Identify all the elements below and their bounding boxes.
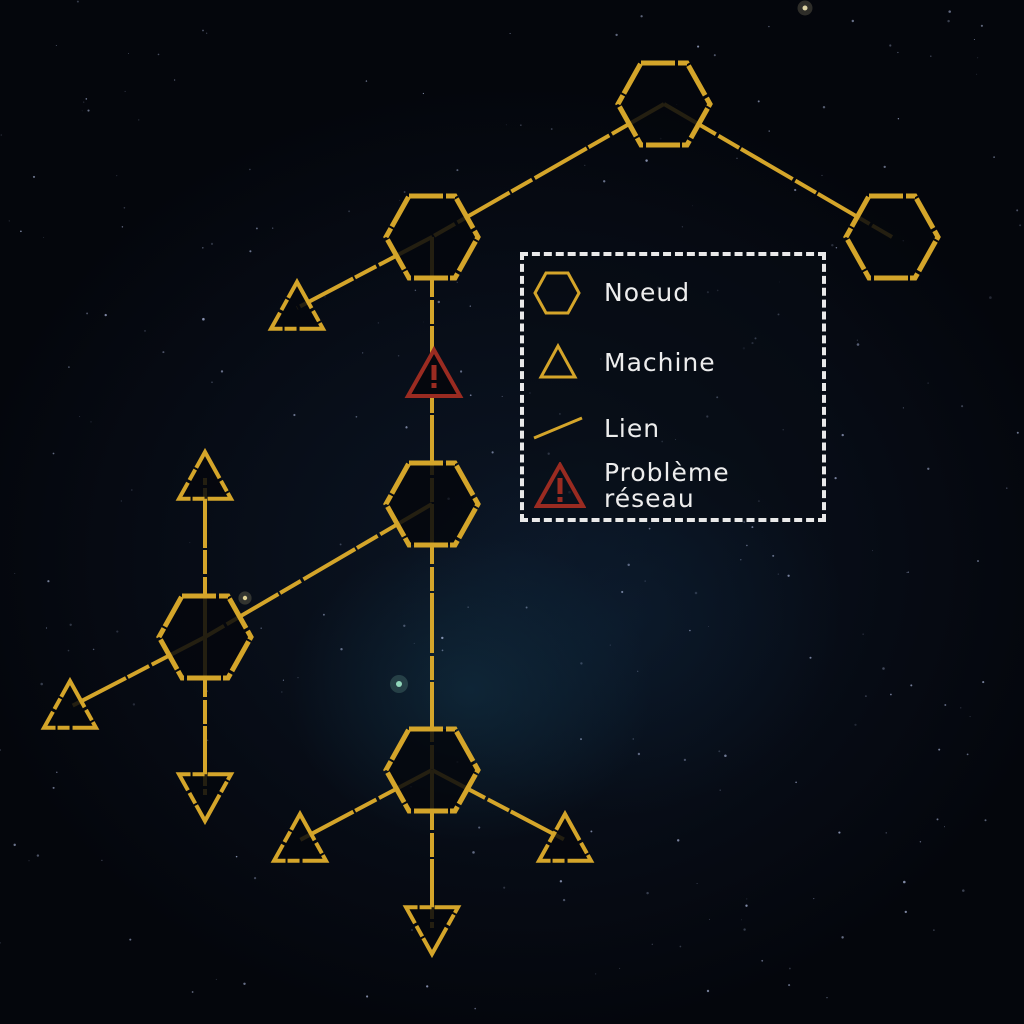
legend-panel: Noeud Machine Lien Problème réseau	[520, 252, 826, 522]
hex-right-node[interactable]	[843, 193, 941, 281]
triangle-machine-icon	[538, 342, 578, 379]
legend-item-node: Noeud	[524, 270, 822, 316]
hex-middle-node[interactable]	[383, 460, 481, 548]
machine-bottom-left[interactable]	[270, 809, 330, 863]
hex-top-node[interactable]	[615, 60, 713, 148]
hex-upper-left-node[interactable]	[383, 193, 481, 281]
machine-far-left[interactable]	[40, 676, 100, 730]
warning-triangle-icon	[534, 462, 586, 508]
link-line-5	[203, 502, 434, 639]
network-problem-warning-icon[interactable]	[404, 345, 464, 398]
legend-item-link: Lien	[524, 412, 822, 442]
hex-left-node[interactable]	[156, 593, 254, 681]
link-line-1	[431, 102, 665, 239]
legend-label-problem-line2: réseau	[604, 484, 695, 513]
legend-label-link: Lien	[604, 414, 661, 443]
legend-label-problem-line1: Problème	[604, 458, 730, 487]
legend-label-node: Noeud	[604, 278, 691, 307]
link-line-2	[662, 102, 894, 239]
legend-label-machine: Machine	[604, 348, 716, 377]
link-line-icon	[533, 416, 583, 440]
legend-item-network-problem: Problème réseau	[524, 460, 822, 516]
hexagon-node-icon	[533, 271, 581, 315]
machine-upper-left[interactable]	[267, 277, 327, 331]
nodes-layer	[40, 60, 941, 959]
machine-bottom-right[interactable]	[535, 809, 595, 863]
machine-left-top[interactable]	[175, 447, 235, 501]
machine-left-bottom[interactable]	[175, 772, 235, 826]
legend-item-machine: Machine	[524, 342, 822, 382]
machine-bottom[interactable]	[402, 905, 462, 959]
hex-bottom-node[interactable]	[383, 726, 481, 814]
